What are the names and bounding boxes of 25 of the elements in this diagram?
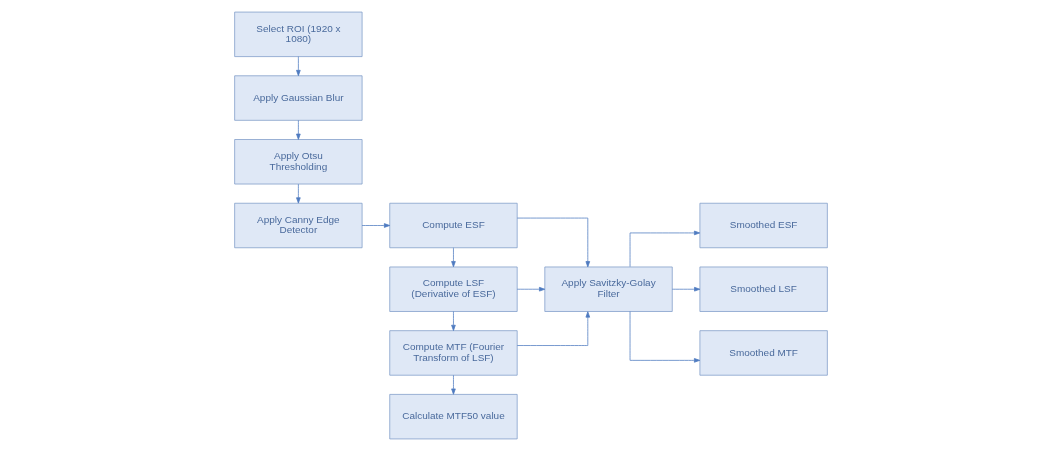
node-box: Compute ESF — [388, 202, 518, 248]
node-box: Apply Canny Edge Detector — [233, 202, 362, 248]
node-box: Smoothed LSF — [699, 266, 828, 312]
arrow — [361, 222, 390, 228]
node-box: Compute MTF (Fourier Transform of LSF) — [388, 329, 518, 376]
node-box: Apply Savitzky-Golay Filter — [543, 266, 673, 312]
arrow — [295, 119, 301, 140]
node-box: Select ROI (1920 x 1080) — [233, 11, 362, 57]
arrow — [671, 286, 700, 291]
arrow — [629, 310, 700, 363]
arrow — [516, 286, 545, 291]
arrow — [629, 230, 700, 267]
arrow — [516, 217, 590, 267]
node-box: Apply Gaussian Blur — [233, 74, 362, 121]
node-box: Calculate MTF50 value — [388, 393, 518, 439]
node-box: Smoothed MTF — [699, 329, 828, 376]
arrow — [450, 374, 456, 395]
node-box: Smoothed ESF — [699, 202, 828, 248]
arrow — [295, 55, 301, 76]
arrow — [295, 183, 301, 203]
arrow — [516, 310, 590, 346]
node-box: Apply Otsu Thresholding — [233, 138, 362, 184]
arrow — [450, 246, 456, 267]
node-box: Compute LSF (Derivative of ESF) — [388, 266, 518, 312]
arrow — [450, 310, 456, 331]
